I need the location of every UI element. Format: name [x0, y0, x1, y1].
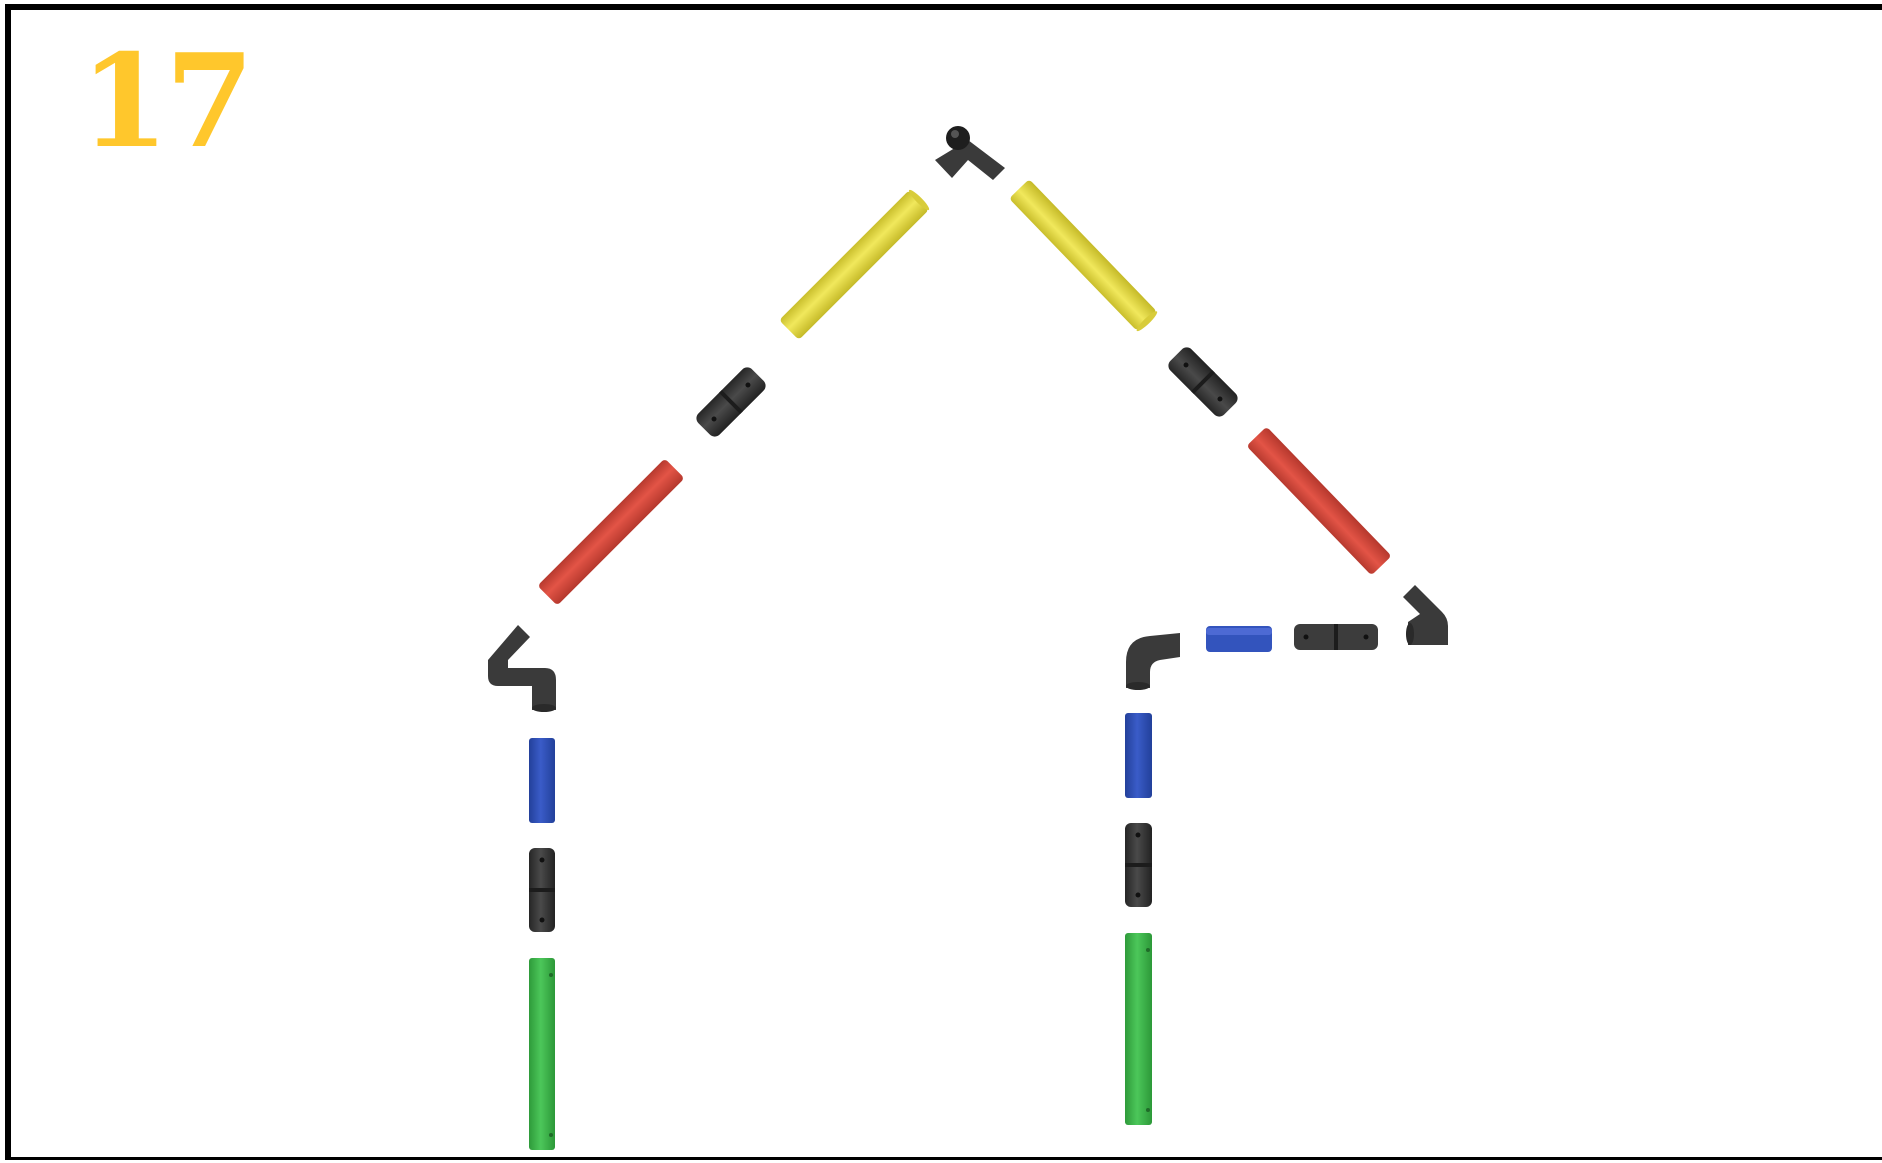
diagram-frame: [5, 4, 1882, 1160]
elbow-connector-icon: [1403, 585, 1448, 645]
straight-coupler-icon: [1294, 624, 1378, 650]
tube-green-right-post: [1125, 933, 1152, 1125]
tube-yellow-left-roof: [780, 189, 930, 339]
tube-red-left-roof: [539, 460, 683, 604]
tube-blue-horizontal-arm: [1206, 626, 1272, 652]
elbow-connector-icon: [488, 625, 556, 712]
tube-green-left-post: [529, 958, 555, 1150]
elbow-connector-icon: [1126, 633, 1180, 690]
straight-coupler-icon: [1125, 823, 1152, 907]
tube-blue-left-post: [529, 738, 555, 823]
straight-coupler-icon: [1168, 347, 1238, 417]
tube-yellow-right-roof: [1010, 180, 1158, 332]
tube-red-right-roof: [1248, 428, 1390, 574]
straight-coupler-icon: [696, 367, 766, 437]
tube-blue-right-post: [1125, 713, 1152, 798]
three-way-elbow-connector-icon: [935, 126, 1005, 180]
step-number: 17: [80, 27, 254, 177]
straight-coupler-icon: [529, 848, 555, 932]
